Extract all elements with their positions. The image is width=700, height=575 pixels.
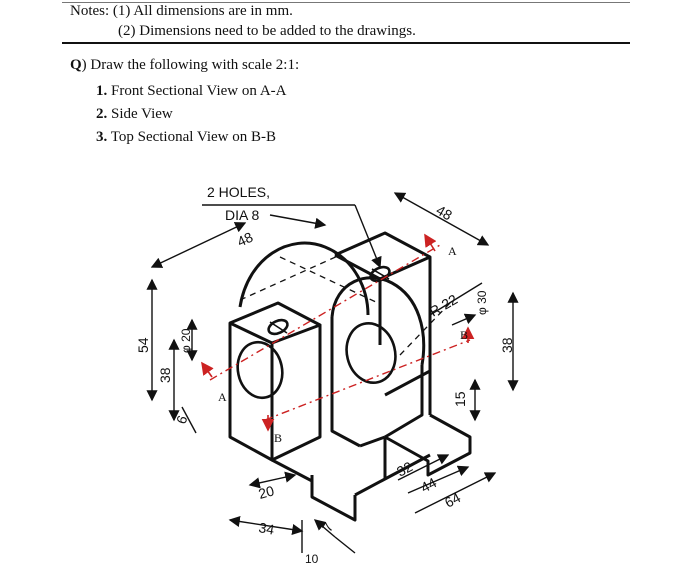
dim-38-right: 38	[499, 337, 515, 353]
section-label-a-right: A	[448, 244, 457, 258]
task-item-1: 1. Front Sectional View on A-A	[96, 83, 287, 99]
dim-10: 10	[305, 552, 319, 566]
holes-callout-line-2: DIA 8	[225, 207, 259, 223]
section-label-b-right: B	[460, 328, 468, 342]
task-item-2: 2. Side View	[96, 106, 173, 122]
dim-54: 54	[135, 337, 151, 353]
section-label-a-left: A	[218, 390, 227, 404]
object-outline	[228, 231, 472, 522]
dim-phi30: φ 30	[475, 290, 489, 315]
question-prefix: Q	[70, 57, 82, 73]
isometric-drawing: 2 HOLES, DIA 8 48 48 R 22 φ 30 38 15 54 …	[135, 184, 519, 566]
top-rule	[62, 2, 630, 3]
dim-32: 32	[394, 458, 415, 480]
dim-20: 20	[257, 482, 276, 502]
dimension-lines	[146, 192, 519, 554]
dim-34: 34	[257, 519, 275, 537]
dim-15: 15	[452, 391, 468, 407]
question-heading: Q) Draw the following with scale 2:1:	[70, 57, 299, 74]
dim-phi20: φ 20	[179, 328, 193, 353]
dim-64: 64	[442, 489, 463, 511]
question-text: ) Draw the following with scale 2:1:	[81, 57, 300, 73]
section-arrows	[201, 233, 475, 432]
section-divider	[62, 42, 630, 44]
dim-44: 44	[418, 474, 439, 496]
note-line-2: (2) Dimensions need to be added to the d…	[118, 23, 416, 39]
dim-6: 6	[173, 413, 191, 426]
dim-38-left: 38	[157, 367, 173, 383]
dim-r22: R 22	[427, 291, 461, 320]
section-planes	[209, 244, 471, 421]
dim-48-top-left: 48	[235, 229, 256, 250]
dim-7: 7	[319, 520, 337, 535]
holes	[236, 265, 397, 400]
section-label-b-bottom: B	[274, 431, 282, 445]
note-line-1: Notes: (1) All dimensions are in mm.	[70, 3, 293, 19]
dim-48-top-right: 48	[434, 202, 456, 224]
hidden-lines	[239, 254, 451, 356]
holes-callout-line-1: 2 HOLES,	[207, 184, 270, 200]
task-item-3: 3. Top Sectional View on B-B	[96, 129, 276, 145]
